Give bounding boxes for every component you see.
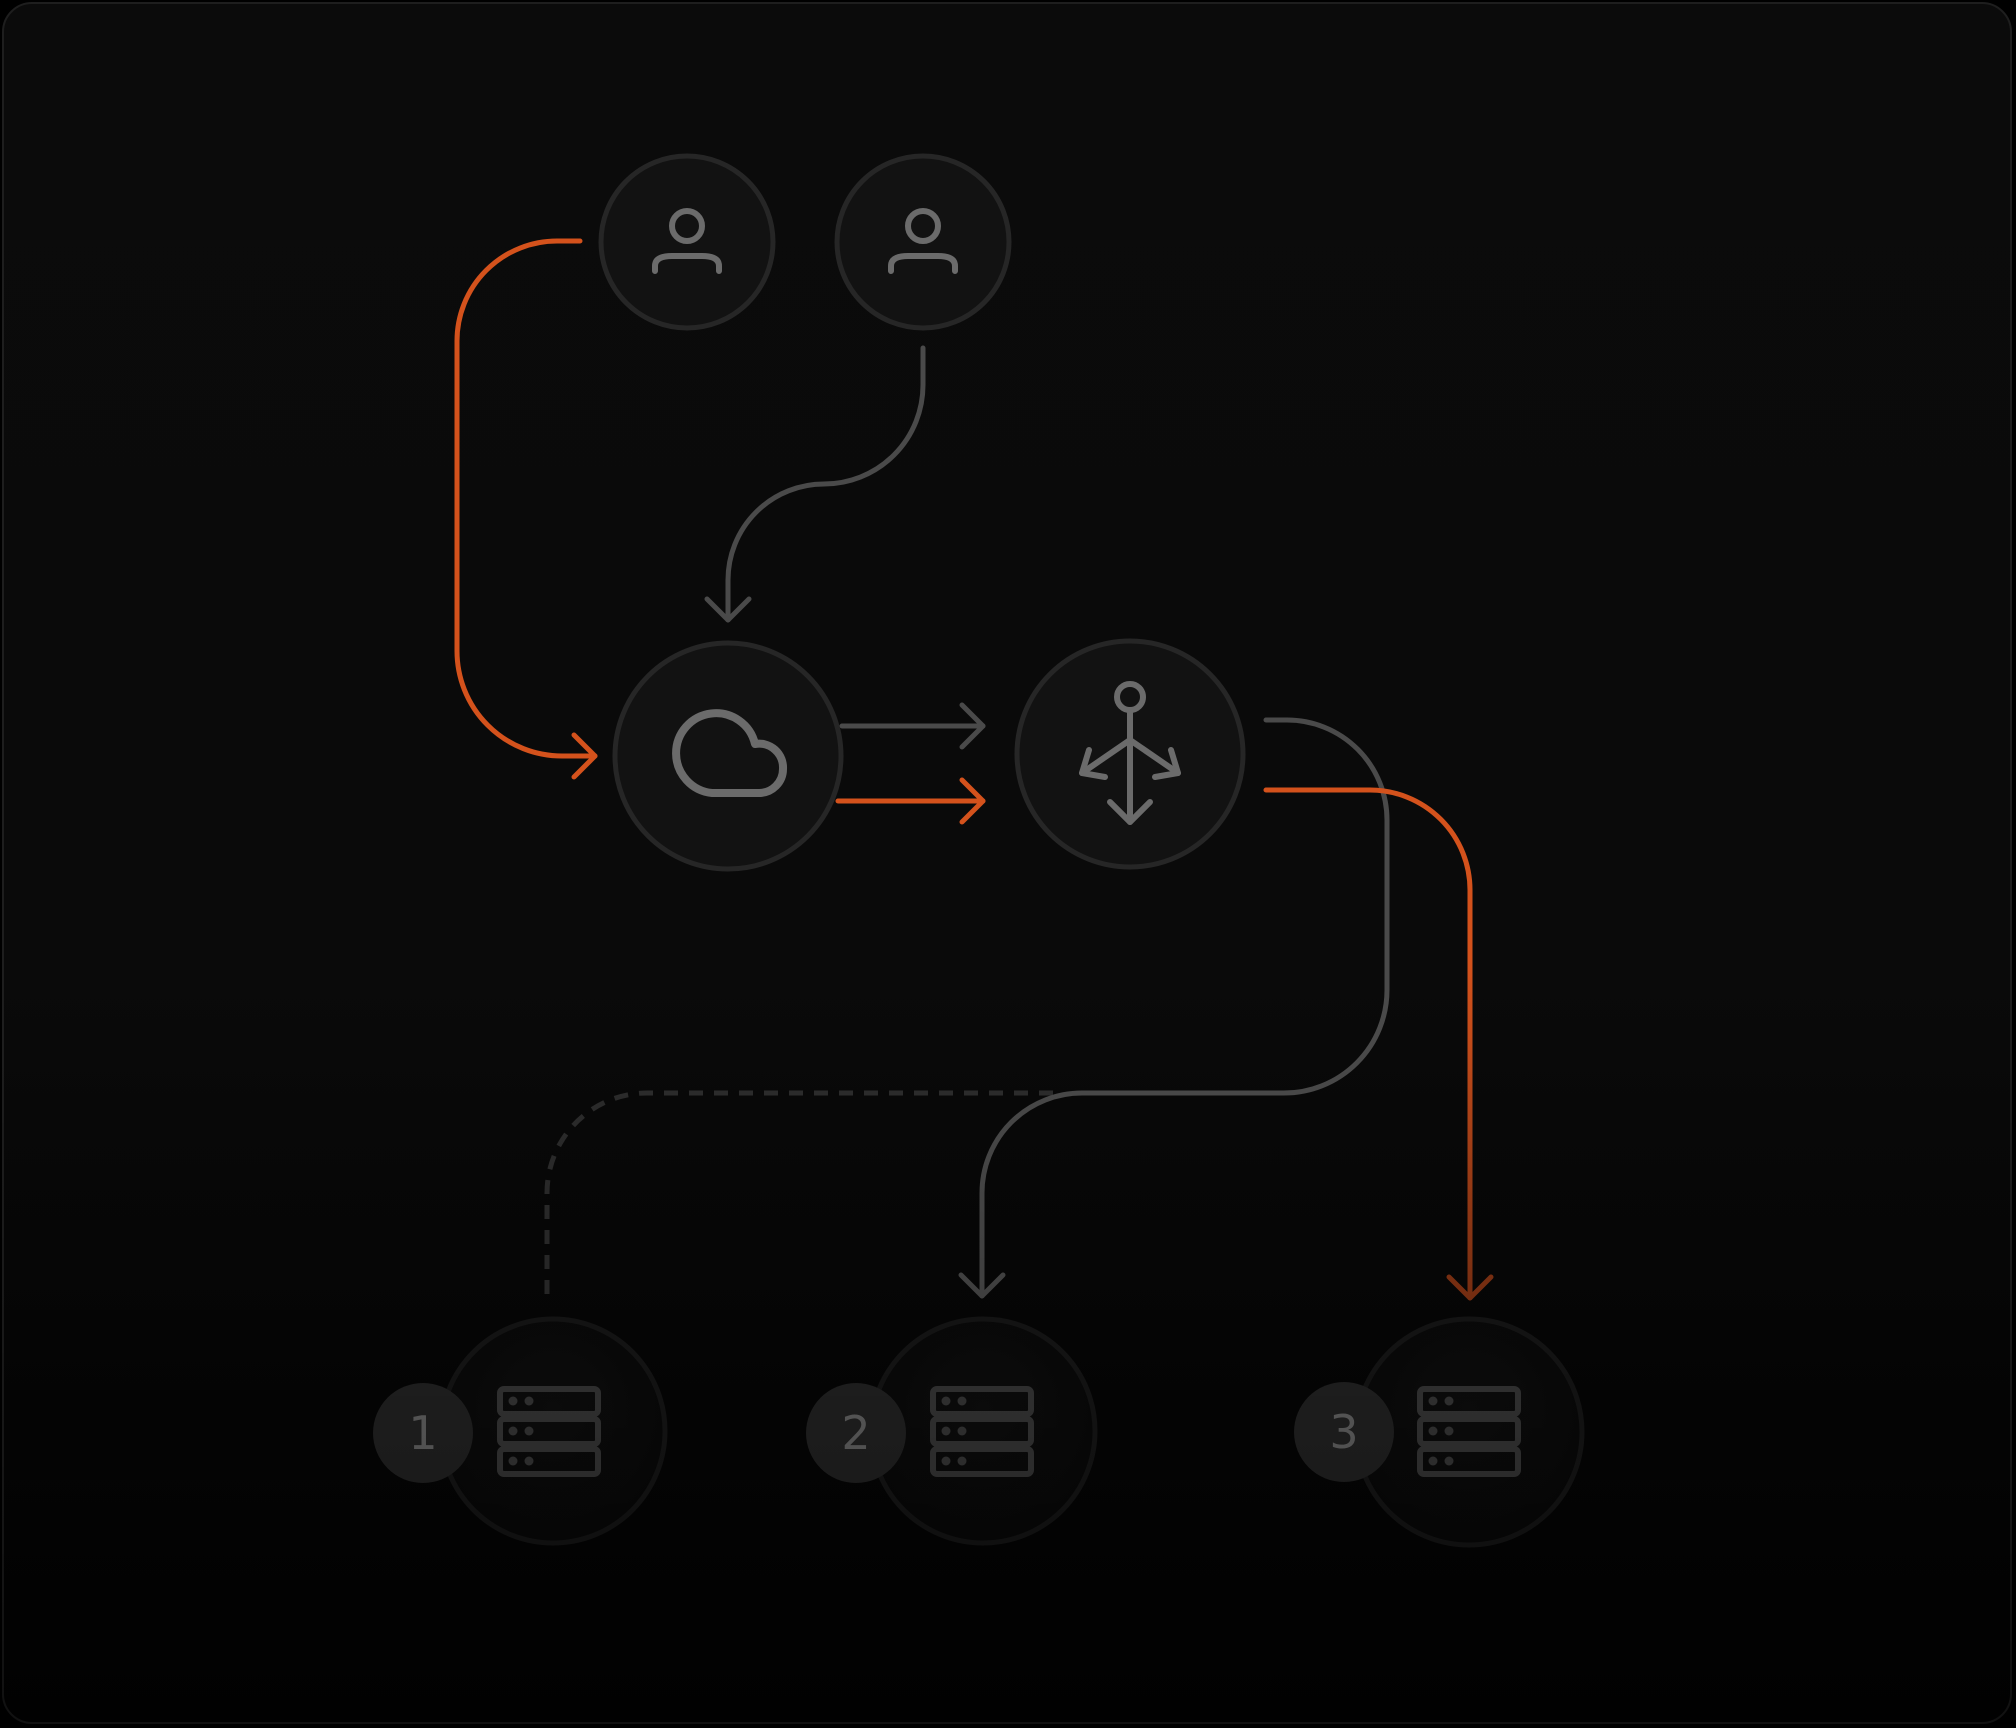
edge-user1-to-cloud	[454, 238, 598, 780]
arrowhead-icon	[704, 596, 752, 623]
edge-lb-to-server2	[958, 717, 1390, 1299]
badge-label-server-1: 1	[408, 1406, 438, 1460]
arrowhead-icon	[1446, 1274, 1494, 1301]
node-server-3[interactable]	[1294, 1316, 1585, 1548]
server-icon	[497, 1386, 601, 1477]
edge-lb-to-server3	[1263, 787, 1494, 1301]
badge-server-3	[1294, 1382, 1394, 1482]
edge-user2-to-cloud	[704, 345, 926, 623]
arrowhead-icon	[959, 777, 986, 825]
node-server-1[interactable]	[373, 1316, 668, 1546]
badge-server-1	[373, 1383, 473, 1483]
badge-label-server-3: 3	[1329, 1405, 1359, 1459]
edge-cloud-to-lb-orange	[835, 777, 986, 825]
arrowhead-icon	[571, 732, 598, 780]
edge-dashed-to-server1	[544, 1090, 1053, 1296]
badge-server-2	[806, 1383, 906, 1483]
user-icon	[652, 208, 722, 274]
badge-label-server-2: 2	[841, 1406, 871, 1460]
edge-cloud-to-lb-gray	[839, 702, 986, 750]
arrowhead-icon	[959, 702, 986, 750]
node-load-balancer[interactable]	[1014, 638, 1246, 870]
arrowhead-icon	[958, 1272, 1006, 1299]
load-balancer-icon	[1079, 681, 1181, 825]
server-icon	[930, 1386, 1034, 1477]
node-cloud[interactable]	[612, 640, 844, 872]
user-icon	[888, 208, 958, 274]
node-user-1[interactable]	[598, 153, 776, 331]
node-server-2[interactable]	[806, 1316, 1098, 1546]
server-icon	[1417, 1386, 1521, 1477]
cloud-icon	[672, 709, 788, 797]
node-user-2[interactable]	[834, 153, 1012, 331]
